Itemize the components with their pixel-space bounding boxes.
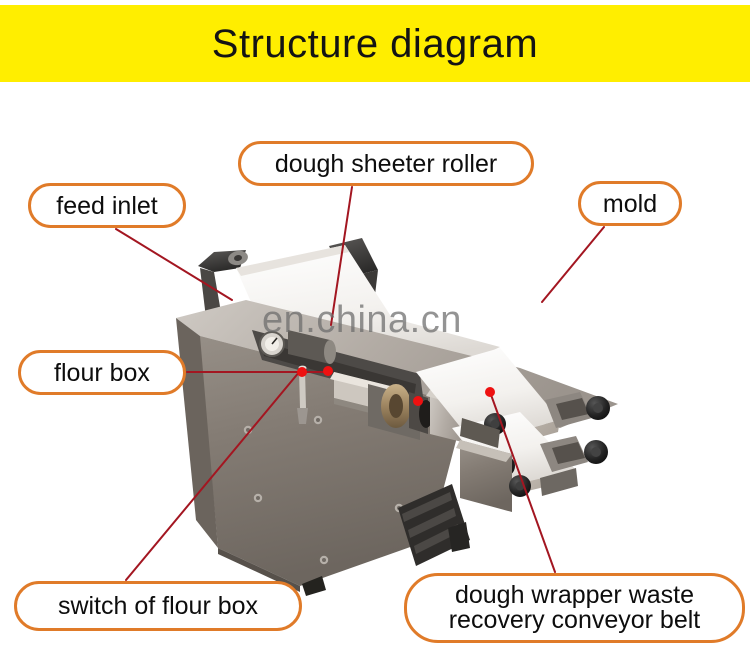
leader-dot-switch: [297, 367, 307, 377]
callout-flour-box[interactable]: flour box: [18, 350, 186, 395]
callout-switch-of-flour-box-label: switch of flour box: [57, 592, 259, 620]
callout-dough-wrapper-waste-recovery-conveyor-belt[interactable]: dough wrapper waste recovery conveyor be…: [404, 573, 745, 643]
header-banner: Structure diagram: [0, 5, 750, 82]
leader-line-mold: [541, 226, 605, 303]
callout-feed-inlet[interactable]: feed inlet: [28, 183, 186, 228]
leader-dot-waste-belt: [485, 387, 495, 397]
leader-dot-mold: [413, 396, 423, 406]
callout-dough-sheeter-roller-label: dough sheeter roller: [274, 149, 498, 178]
callout-waste-belt-label-line2: recovery conveyor belt: [448, 606, 701, 634]
callout-mold-label: mold: [602, 189, 658, 218]
callout-dough-sheeter-roller[interactable]: dough sheeter roller: [238, 141, 534, 186]
leader-dot-flour-box: [323, 366, 333, 376]
callout-switch-of-flour-box[interactable]: switch of flour box: [14, 581, 302, 631]
leader-line-switch-of-flour-box: [125, 370, 301, 581]
callout-flour-box-label: flour box: [54, 358, 150, 387]
leader-line-feed-inlet: [115, 228, 233, 301]
callout-mold[interactable]: mold: [578, 181, 682, 226]
callout-waste-belt-label-line1: dough wrapper waste: [454, 581, 695, 609]
page-title: Structure diagram: [211, 21, 539, 66]
watermark-text: en.china.cn: [262, 299, 462, 341]
callout-feed-inlet-label: feed inlet: [56, 191, 158, 220]
leader-line-waste-belt: [489, 391, 556, 573]
leader-line-dough-sheeter-roller: [330, 186, 353, 326]
